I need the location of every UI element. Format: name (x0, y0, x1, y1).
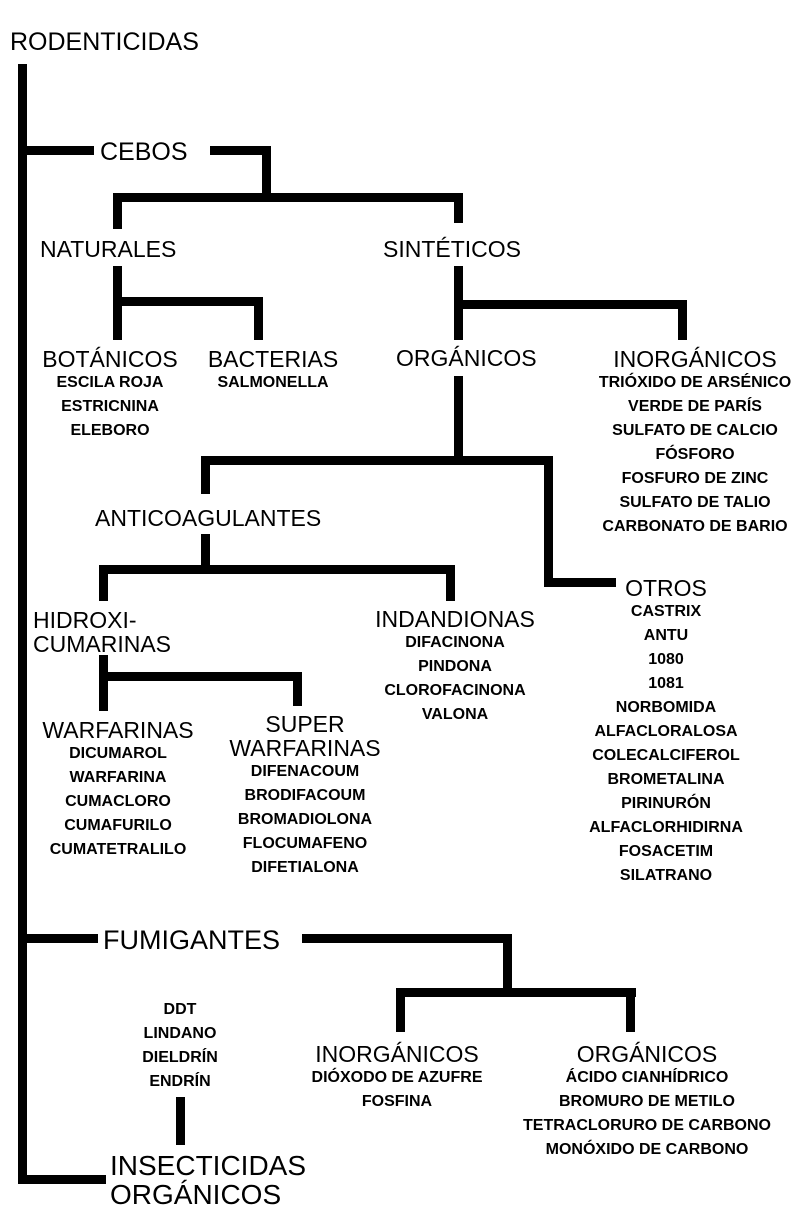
connector (254, 297, 263, 340)
connector (99, 672, 302, 681)
insecticidas-items: DDT LINDANO DIELDRÍN ENDRÍN (142, 1001, 218, 1090)
bacterias-group: BACTERIAS SALMONELLA (207, 346, 339, 391)
connector (446, 565, 455, 601)
connector (396, 988, 405, 1032)
connector (626, 988, 635, 1032)
connector (18, 64, 27, 1184)
connector (113, 193, 463, 202)
connector (544, 578, 616, 587)
superwarfarinas-group: SUPER WARFARINAS DIFENACOUM BRODIFACOUM … (229, 711, 381, 876)
cebos-label: CEBOS (100, 138, 188, 166)
connector (210, 146, 270, 155)
connector (293, 672, 302, 706)
connector (396, 988, 636, 997)
connector (99, 655, 108, 711)
connector (262, 146, 271, 200)
connector (99, 565, 455, 574)
fum-inorganicos-group: INORGÁNICOS DIÓXODO DE AZUFRE FOSFINA (311, 1041, 483, 1110)
connector (22, 934, 98, 943)
sinteticos-label: SINTÉTICOS (383, 236, 522, 262)
hidroxicumarinas-group: HIDROXI- CUMARINAS (32, 607, 172, 657)
connector (22, 146, 94, 155)
indandionas-group: INDANDIONAS DIFACINONA PINDONA CLOROFACI… (375, 606, 535, 723)
connector (22, 1175, 106, 1184)
connector (503, 934, 512, 992)
connector (99, 565, 108, 601)
connector (201, 534, 210, 572)
connector (302, 934, 512, 943)
otros-group: OTROS CASTRIX ANTU 1080 1081 NORBOMIDA A… (589, 575, 743, 884)
naturales-label: NATURALES (40, 236, 177, 262)
connector (454, 300, 687, 309)
organicos-label: ORGÁNICOS (396, 345, 537, 371)
inorganicos-group: INORGÁNICOS TRIÓXIDO DE ARSÉNICO VERDE D… (598, 346, 792, 535)
warfarinas-group: WARFARINAS DICUMAROL WARFARINA CUMACLORO… (42, 717, 194, 858)
fum-organicos-group: ORGÁNICOS ÁCIDO CIANHÍDRICO BROMURO DE M… (523, 1041, 771, 1158)
connector (113, 297, 263, 306)
fumigantes-label: FUMIGANTES (103, 925, 281, 955)
botanicos-group: BOTÁNICOS ESCILA ROJA ESTRICNINA ELEBORO (42, 346, 178, 439)
connector (176, 1097, 185, 1145)
connector (678, 300, 687, 340)
connector (201, 456, 210, 494)
root-label: RODENTICIDAS (10, 28, 199, 56)
connector (544, 456, 553, 587)
connector (201, 456, 553, 465)
insecticidas-label-2: ORGÁNICOS (110, 1179, 282, 1210)
connector (454, 376, 463, 462)
insecticidas-label-1: INSECTICIDAS (110, 1150, 307, 1181)
anticoagulantes-label: ANTICOAGULANTES (95, 505, 322, 531)
connector (113, 193, 122, 229)
connector (454, 193, 463, 223)
